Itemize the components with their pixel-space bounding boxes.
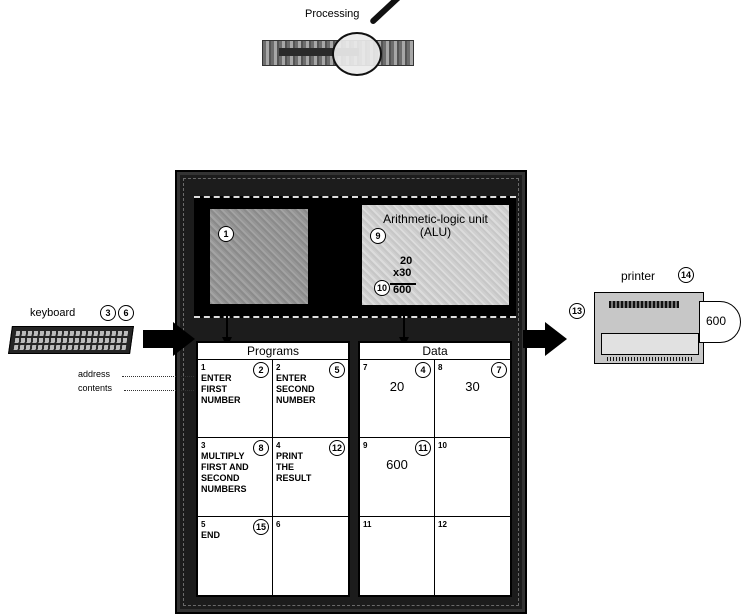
output-arrow-body xyxy=(523,330,545,348)
step-badge: 4 xyxy=(415,362,431,378)
data-cell: 8 7 30 xyxy=(435,360,510,439)
cell-address: 9 xyxy=(363,441,368,451)
printed-output: 600 xyxy=(706,314,727,328)
data-cell: 12 xyxy=(435,517,510,595)
cell-value: 20 xyxy=(389,379,405,394)
contents-leader xyxy=(124,390,194,391)
program-cell: 5 15 END xyxy=(198,516,273,595)
cell-value: 600 xyxy=(386,457,408,473)
cell-address: 1 xyxy=(201,363,206,372)
program-cell: 6 xyxy=(273,517,348,595)
cell-address: 4 xyxy=(276,441,281,451)
cell-value: 30 xyxy=(465,379,480,394)
cpu-to-programs-arrow-line xyxy=(226,315,228,339)
step-badge: 5 xyxy=(329,362,345,378)
step-badge: 7 xyxy=(491,362,507,378)
program-cell: 1 2 ENTER FIRST NUMBER xyxy=(198,360,273,439)
keyboard-label: keyboard xyxy=(30,307,76,319)
cell-address: 5 xyxy=(201,519,206,529)
data-cell: 7 4 20 xyxy=(360,360,435,439)
data-cell: 11 xyxy=(360,516,435,595)
step-3-badge: 3 xyxy=(100,305,116,321)
step-9-badge: 9 xyxy=(370,228,386,244)
printer-label: printer xyxy=(621,269,656,283)
cell-contents: ENTER FIRST NUMBER xyxy=(201,373,241,405)
cell-contents: PRINT THE RESULT xyxy=(276,451,312,484)
cell-address: 8 xyxy=(438,363,443,372)
magnifier-handle xyxy=(368,0,410,26)
alu-result: 600 xyxy=(393,284,412,296)
alu-operand-a: 20 xyxy=(400,255,413,267)
cell-address: 2 xyxy=(276,363,281,372)
program-cell: 3 8 MULTIPLY FIRST AND SECOND NUMBERS xyxy=(198,438,273,517)
contents-label: contents xyxy=(78,383,113,393)
input-arrow-head xyxy=(173,322,195,356)
step-badge: 15 xyxy=(253,518,269,535)
program-cell: 2 5 ENTER SECOND NUMBER xyxy=(273,360,348,439)
cell-address: 10 xyxy=(438,441,447,451)
cell-address: 12 xyxy=(438,519,447,529)
cell-address: 11 xyxy=(363,519,372,529)
step-6-badge: 6 xyxy=(118,305,134,321)
program-cell: 4 12 PRINT THE RESULT xyxy=(273,438,348,517)
step-14-badge: 14 xyxy=(678,267,694,283)
address-leader xyxy=(122,376,194,377)
alu-operand-b: x30 xyxy=(393,267,412,279)
address-label: address xyxy=(78,369,111,379)
step-badge: 2 xyxy=(253,362,269,378)
step-13-badge: 13 xyxy=(569,303,585,319)
printer-icon xyxy=(594,292,704,364)
cell-address: 6 xyxy=(276,519,281,529)
data-cell: 9 11 600 xyxy=(360,438,435,517)
processing-title: Processing xyxy=(305,8,360,20)
input-arrow-body xyxy=(143,330,173,348)
programs-title: Programs xyxy=(198,343,348,360)
printed-paper xyxy=(699,301,741,343)
control-unit xyxy=(210,209,308,304)
data-panel: Data 7 4 20 8 7 30 9 11 600 10 11 12 xyxy=(358,341,512,597)
cell-contents: MULTIPLY FIRST AND SECOND NUMBERS xyxy=(201,451,249,495)
step-1-badge: 1 xyxy=(218,226,234,242)
output-arrow-head xyxy=(545,322,567,356)
cell-contents: END xyxy=(201,529,221,540)
magnifier-icon xyxy=(332,32,382,76)
step-10-badge: 10 xyxy=(374,280,390,296)
programs-panel: Programs 1 2 ENTER FIRST NUMBER 2 5 ENTE… xyxy=(196,341,350,597)
cell-address: 3 xyxy=(201,441,206,451)
cell-address: 7 xyxy=(363,363,368,372)
step-badge: 8 xyxy=(253,440,269,457)
step-badge: 12 xyxy=(329,440,345,457)
keyboard-icon xyxy=(8,326,134,354)
alu-sum-line xyxy=(390,283,416,285)
alu-label: Arithmetic-logic unit (ALU) xyxy=(383,212,488,239)
data-cell: 10 xyxy=(435,438,510,517)
alu-to-data-arrow-line xyxy=(403,305,405,339)
cell-contents: ENTER SECOND NUMBER xyxy=(276,373,316,405)
step-badge: 11 xyxy=(415,440,431,457)
data-title: Data xyxy=(360,343,510,360)
